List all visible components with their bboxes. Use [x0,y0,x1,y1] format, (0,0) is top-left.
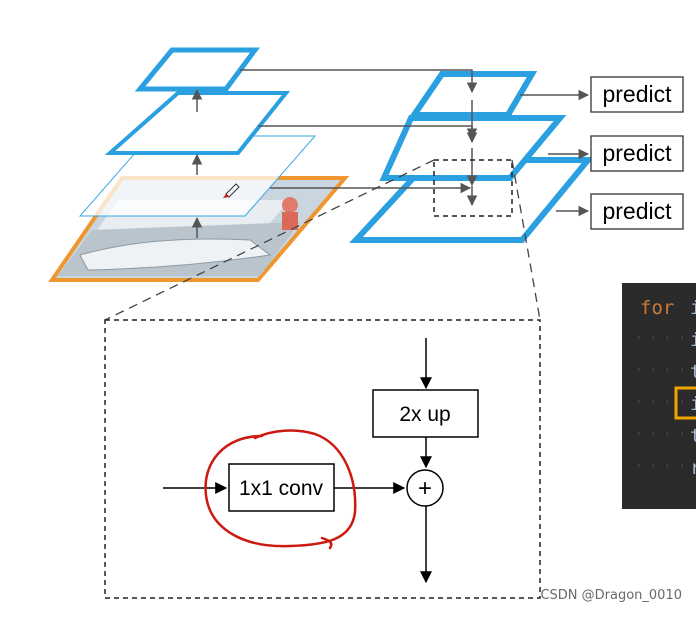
code-line-3: i [690,393,696,415]
code-panel: for i · · · · · · · · i · · · · · · · · … [622,283,696,509]
sum-symbol: + [418,475,432,502]
code-panel-bg [622,283,696,509]
lateral-arrow-3 [240,69,478,94]
upsample-label: 2x up [399,403,450,426]
code-line-2: t [690,361,696,383]
predict-box-2: predict [590,135,684,172]
code-line-4: t [690,425,696,447]
bottom-up-level-2 [104,91,291,155]
zoom-line-right [511,159,541,321]
image-person [282,197,298,213]
bottom-up-level-3 [134,47,260,92]
svg-text:· · · · · · · ·: · · · · · · · · [635,331,696,345]
top-down-level-3 [408,71,538,118]
svg-text:· · · · ·: · · · · · [635,395,696,409]
predict-box-1: predict [590,76,684,113]
code-line-5: r [690,457,696,479]
image-person-body [282,212,298,230]
upsample-block: 2x up [372,389,479,438]
zoom-region [433,159,513,217]
conv-block: 1x1 conv [228,463,335,512]
red-annotation-circle [204,429,357,550]
svg-text:· · · · · · · ·: · · · · · · · · [635,427,696,441]
pencil-cursor-icon [223,183,240,198]
zoom-line-left [104,159,435,321]
code-highlight-box [674,386,696,420]
sum-node: + [406,469,444,507]
predict-label-3: predict [602,198,672,224]
code-line-1: i [690,329,696,351]
code-keyword: for [640,297,674,319]
lateral-arrow-2 [258,125,478,144]
watermark: CSDN @Dragon_0010 [540,588,682,603]
predict-box-3: predict [590,193,684,230]
predict-label-2: predict [602,140,672,166]
conv-label: 1x1 conv [239,477,324,500]
image-boat [79,238,272,271]
svg-text:· · · · · · · ·: · · · · · · · · [635,363,696,377]
svg-text:· · · · · · · ·: · · · · · · · · [635,459,696,473]
detail-box [104,319,541,599]
predict-label-1: predict [602,81,672,107]
bottom-up-level-1 [78,135,317,217]
code-fragment: i [690,297,696,319]
